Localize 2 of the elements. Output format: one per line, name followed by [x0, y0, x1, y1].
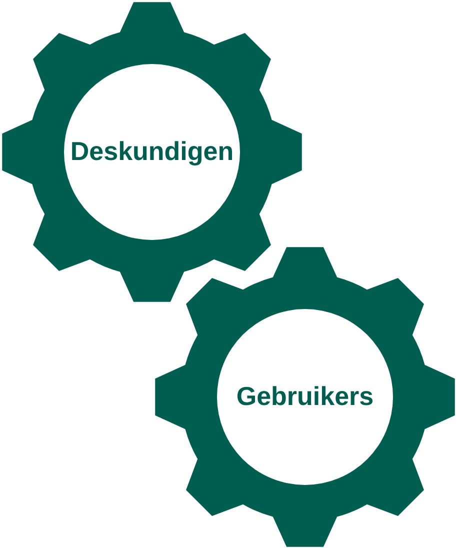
node-label: Gebruikers: [236, 382, 374, 412]
node-label: Deskundigen: [70, 137, 234, 167]
